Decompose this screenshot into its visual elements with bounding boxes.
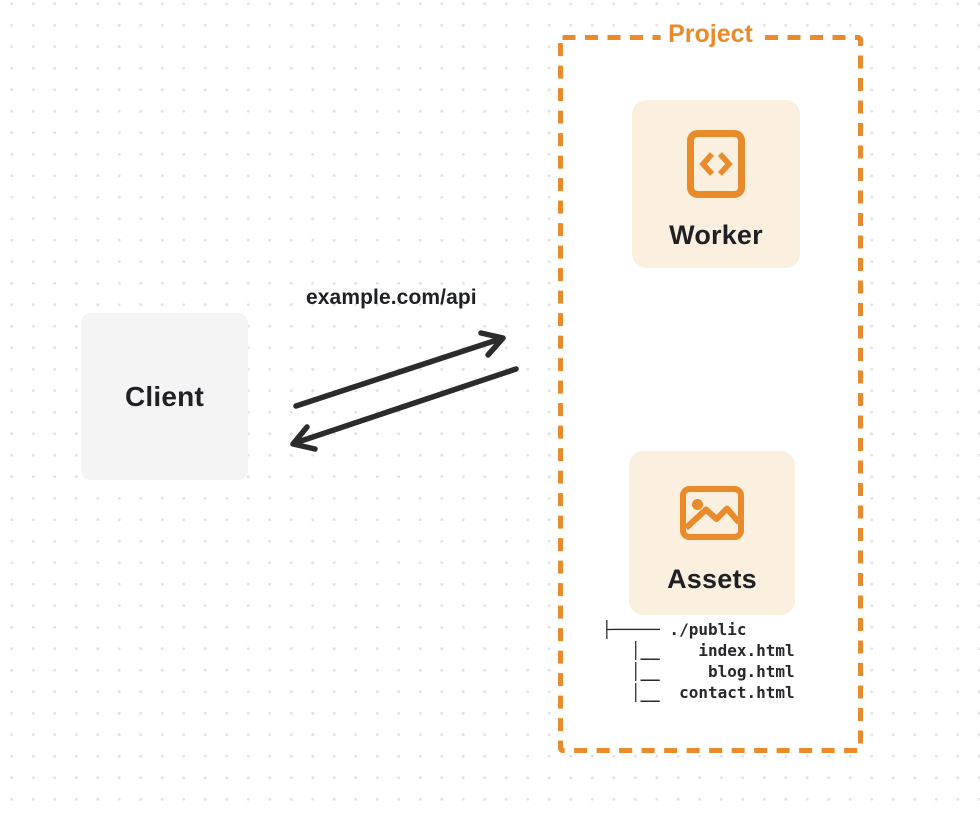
assets-node: Assets bbox=[629, 451, 795, 615]
client-node: Client bbox=[81, 313, 248, 480]
project-group: Project Worker Assets bbox=[558, 18, 863, 753]
project-label: Project bbox=[660, 18, 761, 50]
request-arrow bbox=[293, 330, 506, 409]
response-arrow bbox=[290, 366, 519, 452]
assets-label: Assets bbox=[667, 564, 757, 594]
worker-label: Worker bbox=[669, 220, 763, 250]
worker-node: Worker bbox=[632, 100, 800, 268]
code-file-icon bbox=[687, 130, 745, 198]
client-label: Client bbox=[125, 380, 204, 412]
image-icon bbox=[680, 486, 744, 540]
assets-file-tree: ├───── ./public │__ index.html │__ blog.… bbox=[602, 620, 795, 702]
request-url-label: example.com/api bbox=[306, 286, 477, 309]
